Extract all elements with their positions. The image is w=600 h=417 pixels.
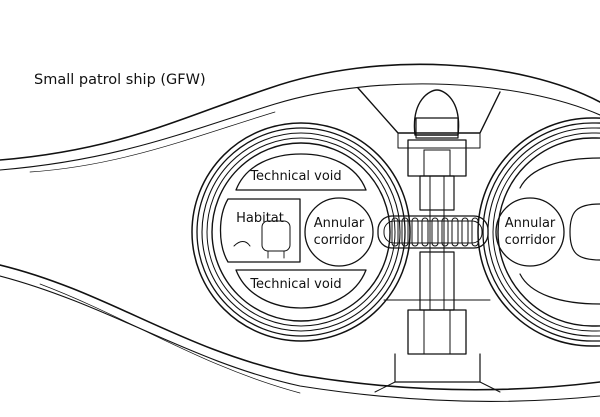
technical-void-top — [235, 153, 367, 191]
hull-outline — [0, 63, 600, 402]
annular-corridor-left-label-line1: Annular — [314, 216, 365, 231]
habitat-pod — [219, 198, 301, 263]
annular-corridor-right-label-line1: Annular — [505, 216, 556, 231]
right-habitat-ring — [477, 117, 600, 347]
left-habitat-ring — [191, 122, 411, 342]
technical-void-bottom-label: Technical void — [249, 277, 341, 292]
diagram-title: Small patrol ship (GFW) — [34, 72, 206, 88]
annular-corridor-left-label-line2: corridor — [314, 233, 365, 248]
ring-connector — [377, 215, 489, 249]
technical-void-bottom — [235, 269, 367, 309]
technical-void-top-label: Technical void — [249, 169, 341, 184]
habitat-label: Habitat — [236, 211, 284, 226]
annular-corridor-right-label-line2: corridor — [505, 233, 556, 248]
dorsal-fairing — [357, 87, 501, 149]
annular-corridor-left — [304, 197, 374, 267]
